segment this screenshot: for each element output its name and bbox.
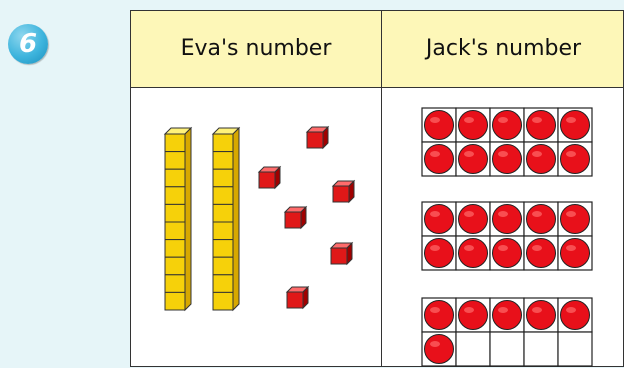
- counter: [527, 205, 556, 234]
- counter: [493, 239, 522, 268]
- counter: [425, 239, 454, 268]
- ten-frame: [422, 298, 592, 366]
- counter: [561, 205, 590, 234]
- counter: [527, 301, 556, 330]
- counter: [527, 239, 556, 268]
- counter: [425, 205, 454, 234]
- ten-frame: [422, 108, 592, 176]
- counter: [561, 145, 590, 174]
- ones-cube: [331, 243, 352, 264]
- counter: [493, 205, 522, 234]
- counter: [493, 145, 522, 174]
- header-jack-number: Jack's number: [382, 11, 624, 87]
- eva-number-cell: [131, 88, 381, 368]
- counter: [493, 301, 522, 330]
- counter: [425, 335, 454, 364]
- tens-rod: [213, 128, 239, 310]
- counter: [493, 111, 522, 140]
- counter: [459, 205, 488, 234]
- counter: [425, 301, 454, 330]
- ones-cube: [259, 167, 280, 188]
- jack-number-cell: [382, 88, 624, 368]
- question-number-badge: 6: [8, 24, 48, 64]
- ones-cube: [307, 127, 328, 148]
- tens-rod: [165, 128, 191, 310]
- base-ten-blocks: [131, 88, 381, 368]
- counter: [459, 145, 488, 174]
- counter: [459, 239, 488, 268]
- counter: [425, 145, 454, 174]
- counter: [459, 301, 488, 330]
- header-eva-number: Eva's number: [131, 11, 381, 87]
- ones-cube: [333, 181, 354, 202]
- counter: [527, 145, 556, 174]
- counter: [561, 301, 590, 330]
- counter: [561, 239, 590, 268]
- table-header-row: Eva's number Jack's number: [131, 11, 623, 88]
- counter: [561, 111, 590, 140]
- ones-cube: [285, 207, 306, 228]
- counter: [459, 111, 488, 140]
- comparison-table: Eva's number Jack's number: [130, 10, 624, 367]
- counter: [527, 111, 556, 140]
- ones-cube: [287, 287, 308, 308]
- ten-frames: [382, 88, 624, 368]
- counter: [425, 111, 454, 140]
- ten-frame: [422, 202, 592, 270]
